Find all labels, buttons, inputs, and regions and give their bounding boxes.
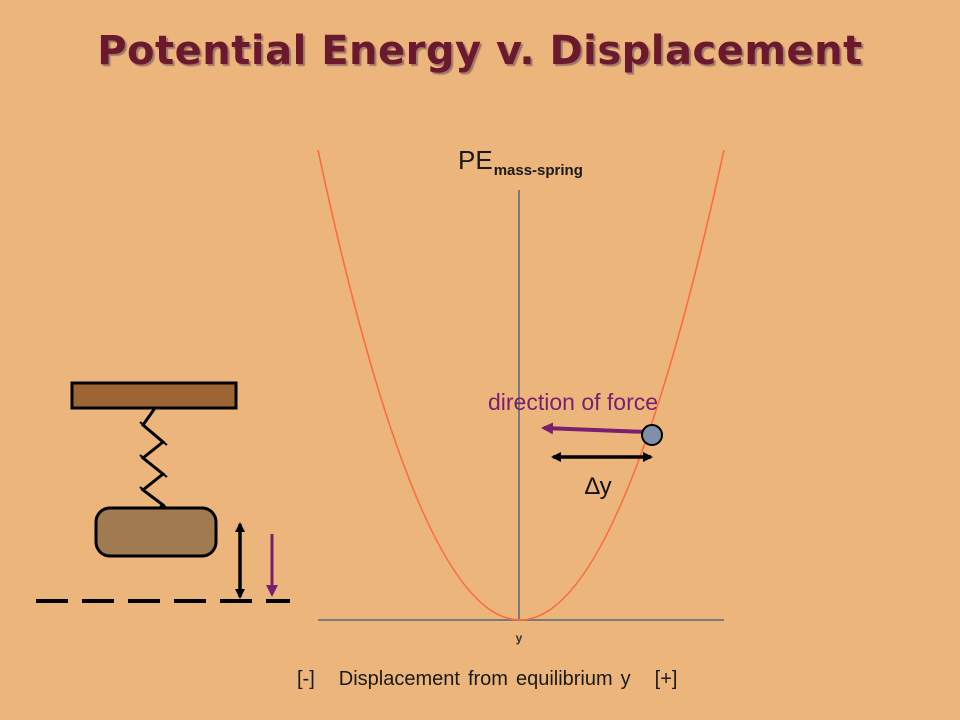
x-positive-label: [+]: [654, 668, 678, 690]
mass-block: [94, 506, 218, 558]
y-axis-label-sub: mass-spring: [493, 162, 583, 179]
x-axis-label: [-] Displacement from equilibrium y [+]: [297, 668, 701, 691]
ball: [641, 424, 663, 446]
ceiling-block: [70, 381, 238, 410]
x-label-word-2: from: [467, 668, 508, 690]
x-label-word-3: equilibrium: [515, 668, 613, 690]
x-negative-label: [-]: [297, 668, 315, 690]
origin-tick-label: y: [516, 631, 523, 645]
page-title: Potential Energy v. Displacement: [97, 28, 863, 74]
pe-parabola: [317, 149, 725, 621]
delta-y-label: ∆y: [585, 473, 612, 500]
y-axis-label: PEmass-spring: [458, 145, 583, 179]
force-label: direction of force: [488, 389, 659, 415]
x-label-word-4: y: [620, 668, 631, 690]
y-axis-label-main: PE: [458, 145, 493, 175]
x-label-word-1: Displacement: [338, 668, 460, 690]
force-arrow: [541, 422, 648, 435]
